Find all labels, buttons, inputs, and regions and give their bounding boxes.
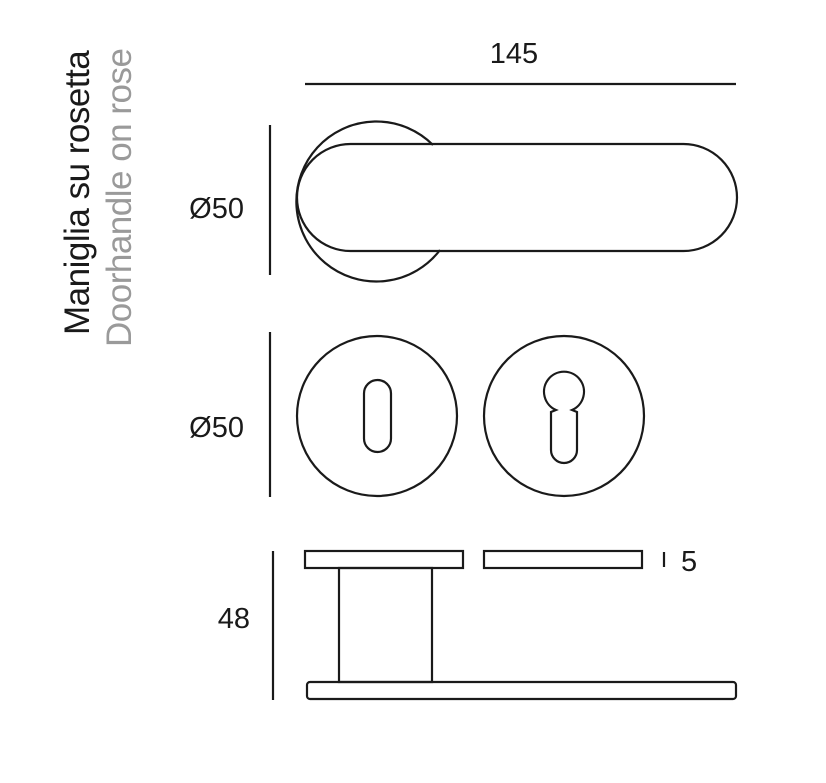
side-handle-lever (305, 680, 738, 701)
side-rose-plate (303, 549, 465, 570)
side-escutcheon-plate (482, 549, 644, 570)
thickness-label: 5 (681, 546, 697, 578)
handle-rose (295, 120, 441, 283)
escutcheon-diameter-label: Ø50 (189, 412, 244, 444)
handle-rose-diameter-label: Ø50 (189, 193, 244, 225)
cylinder-escutcheon (482, 334, 646, 498)
handle-lever (295, 142, 739, 253)
side-handle-stem (337, 566, 434, 684)
length-label: 145 (490, 38, 538, 70)
cylinder-slot-icon (542, 370, 586, 465)
height-label: 48 (218, 603, 250, 635)
key-escutcheon (295, 334, 459, 498)
key-slot-icon (362, 378, 393, 454)
